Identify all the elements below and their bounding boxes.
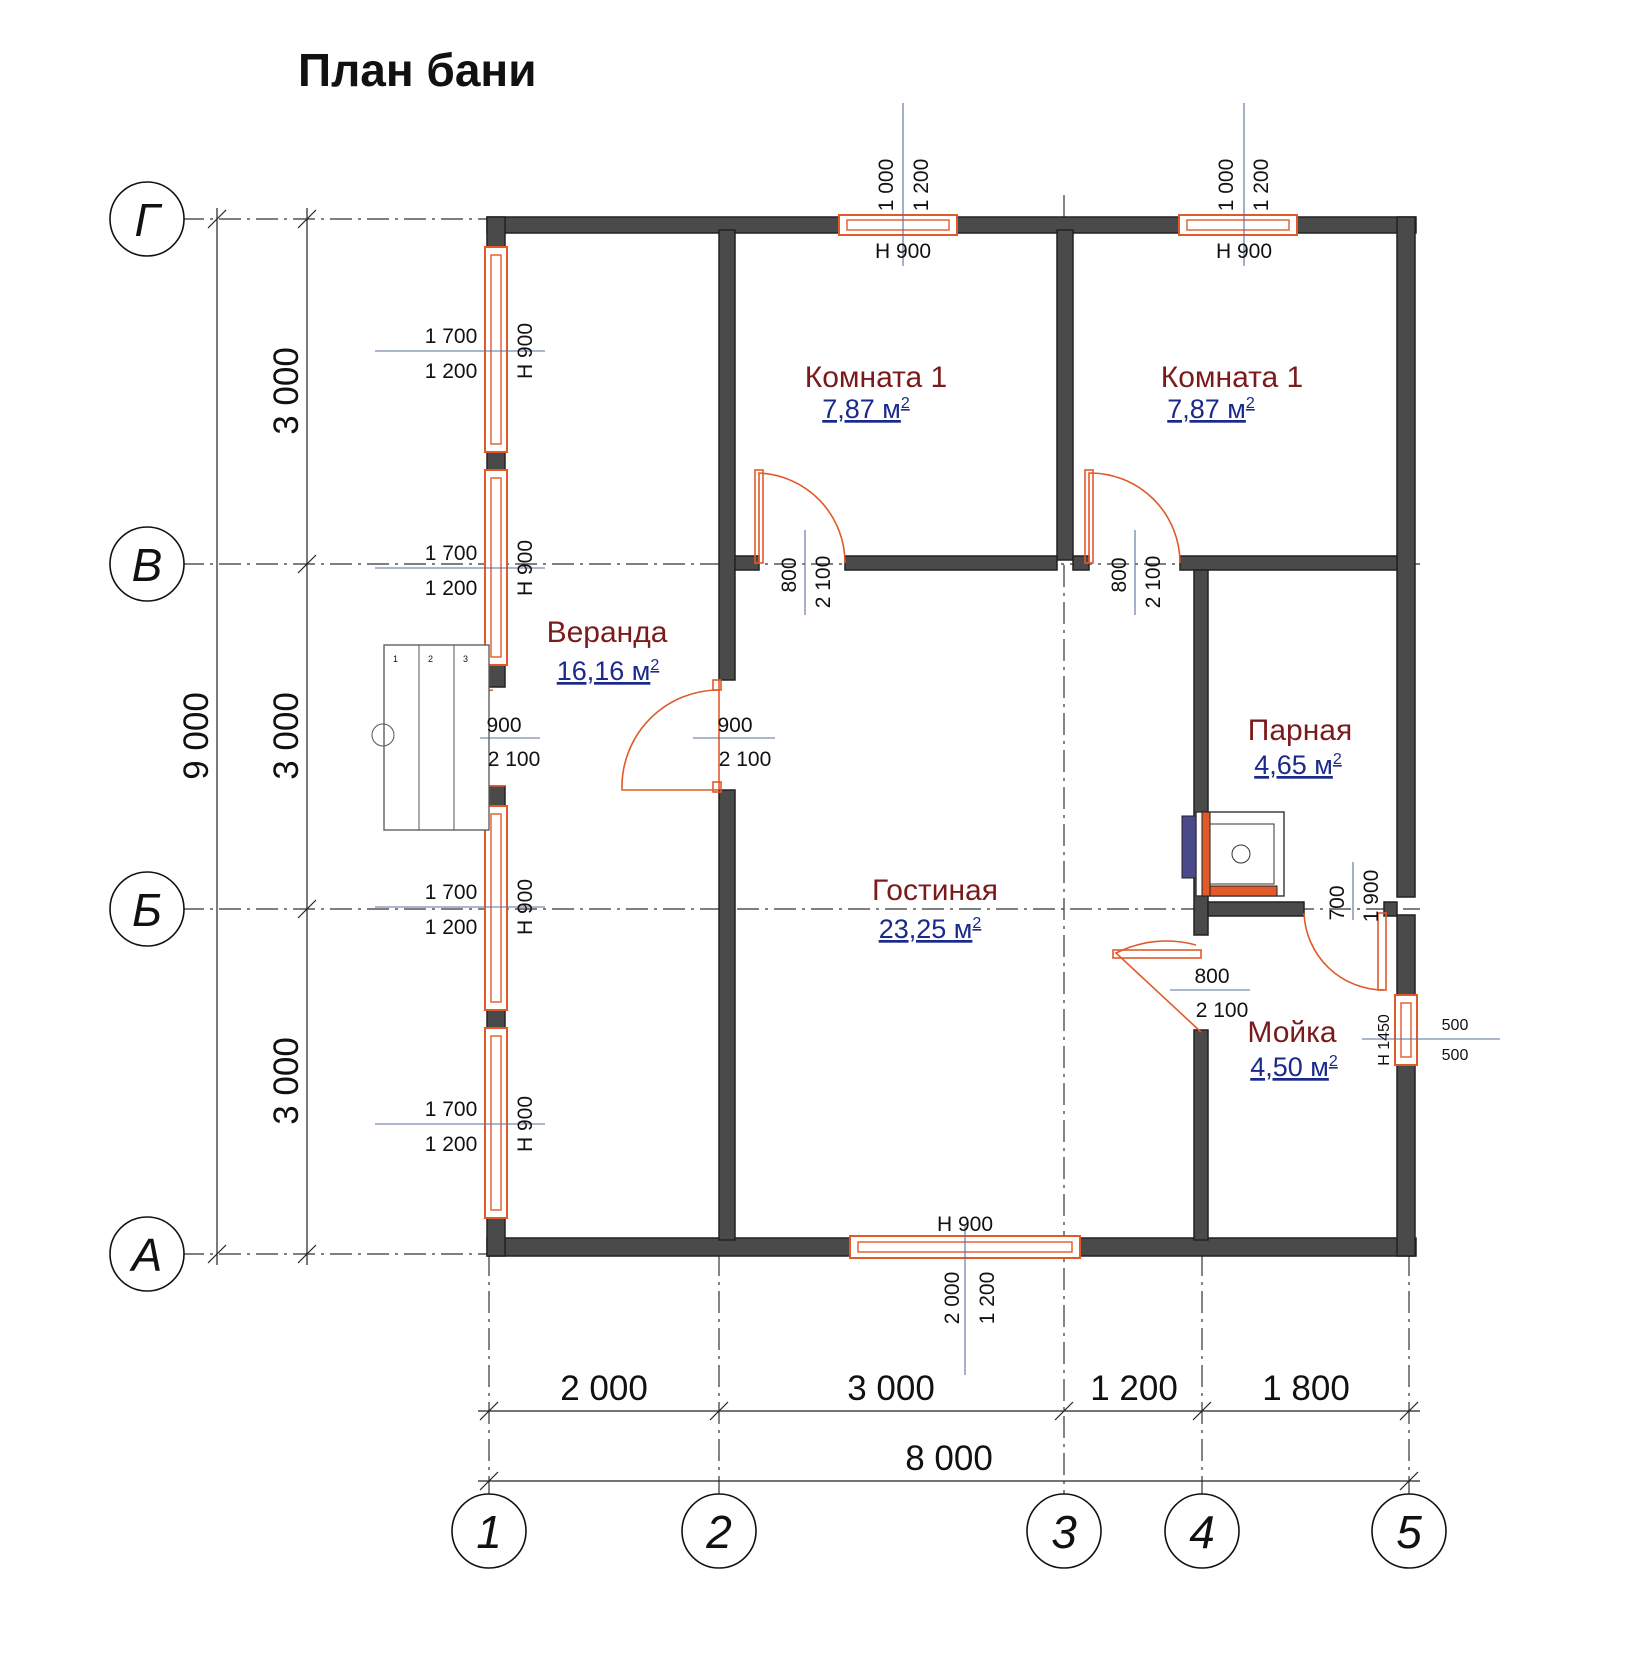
win-top2-height: 1 000 xyxy=(1215,159,1238,212)
door-wash-width: 800 xyxy=(1194,965,1229,988)
dim-left-seg-1: 3 000 xyxy=(267,347,306,435)
win-left2-height: 1 700 xyxy=(425,542,478,565)
win-wash-width: 500 xyxy=(1442,1047,1469,1064)
row-label-b: Б xyxy=(132,884,162,936)
win-left1-width: 1 200 xyxy=(425,360,478,383)
steam-room-name: Парная xyxy=(1248,714,1352,747)
win-top1-width: 1 200 xyxy=(910,159,933,212)
stair-step-2: 2 xyxy=(428,654,433,664)
door-room1-height: 2 100 xyxy=(812,556,835,609)
window-labels-bottom: Н 900 2 000 1 200 xyxy=(937,1213,999,1375)
dim-bottom-seg-1: 2 000 xyxy=(560,1369,648,1408)
win-bottom-width: 1 200 xyxy=(976,1272,999,1325)
win-left1-height: 1 700 xyxy=(425,325,478,348)
door-room2-width: 800 xyxy=(1108,557,1131,592)
room2-name: Комната 1 xyxy=(1161,361,1304,394)
door-living-height: 2 100 xyxy=(719,748,772,771)
row-axis-markers: Г В Б А xyxy=(109,181,185,1292)
win-left2-sill: Н 900 xyxy=(514,540,537,596)
win-left4-height: 1 700 xyxy=(425,1098,478,1121)
win-left4-sill: Н 900 xyxy=(514,1096,537,1152)
door-room2-height: 2 100 xyxy=(1142,556,1165,609)
door-entry-height: 2 100 xyxy=(488,748,541,771)
win-bottom-sill: Н 900 xyxy=(937,1213,993,1236)
door-labels: 900 2 100 900 2 100 800 2 100 800 2 100 … xyxy=(480,530,1383,1022)
dim-bottom-seg-2: 3 000 xyxy=(847,1369,935,1408)
dim-left-seg-2: 3 000 xyxy=(267,692,306,780)
row-label-g: Г xyxy=(134,194,162,246)
steam-room-area: 4,65 м2 xyxy=(1254,750,1342,780)
veranda-area: 16,16 м2 xyxy=(557,656,660,686)
col-label-2: 2 xyxy=(705,1506,732,1558)
window-labels-left: 1 700 1 200 Н 900 1 700 1 200 Н 900 1 70… xyxy=(375,323,545,1156)
door-steam-width: 700 xyxy=(1326,885,1349,920)
veranda-name: Веранда xyxy=(547,616,668,649)
door-wash-height: 2 100 xyxy=(1196,999,1249,1022)
room-labels: Комната 1 7,87 м2 Комната 1 7,87 м2 Вера… xyxy=(547,361,1353,1082)
dim-bottom-seg-3: 1 200 xyxy=(1090,1369,1178,1408)
win-top2-sill: Н 900 xyxy=(1216,240,1272,263)
dim-bottom-total: 8 000 xyxy=(905,1439,993,1478)
row-label-a: А xyxy=(129,1229,163,1281)
win-left2-width: 1 200 xyxy=(425,577,478,600)
win-left3-sill: Н 900 xyxy=(514,879,537,935)
col-label-1: 1 xyxy=(476,1506,502,1558)
win-left3-width: 1 200 xyxy=(425,916,478,939)
entry-stairs: 1 2 3 xyxy=(371,644,490,831)
left-dimensions: 9 000 3 000 3 000 3 000 xyxy=(177,208,317,1265)
row-label-v: В xyxy=(132,539,163,591)
wash-room-area: 4,50 м2 xyxy=(1250,1052,1338,1082)
living-room-area: 23,25 м2 xyxy=(879,914,982,944)
col-label-3: 3 xyxy=(1051,1506,1077,1558)
window-labels-top: 1 000 1 200 Н 900 1 000 1 200 Н 900 xyxy=(875,103,1273,266)
living-room-name: Гостиная xyxy=(872,874,998,907)
room1-area: 7,87 м2 xyxy=(822,394,910,424)
column-axis-markers: 1 2 3 4 5 xyxy=(451,1493,1447,1569)
dim-left-total: 9 000 xyxy=(177,692,216,780)
stove xyxy=(1181,811,1285,897)
stair-step-1: 1 xyxy=(393,654,398,664)
col-label-4: 4 xyxy=(1189,1506,1215,1558)
walls xyxy=(486,216,1417,1257)
win-top1-height: 1 000 xyxy=(875,159,898,212)
doors xyxy=(392,469,1387,1033)
win-left1-sill: Н 900 xyxy=(514,323,537,379)
room2-area: 7,87 м2 xyxy=(1167,394,1255,424)
win-bottom-height: 2 000 xyxy=(941,1272,964,1325)
wash-room-name: Мойка xyxy=(1247,1016,1337,1049)
win-wash-height: 500 xyxy=(1442,1017,1469,1034)
room1-name: Комната 1 xyxy=(805,361,948,394)
stair-step-3: 3 xyxy=(463,654,468,664)
win-top2-width: 1 200 xyxy=(1250,159,1273,212)
win-left4-width: 1 200 xyxy=(425,1133,478,1156)
door-room1-width: 800 xyxy=(778,557,801,592)
win-top1-sill: Н 900 xyxy=(875,240,931,263)
door-entry-width: 900 xyxy=(486,714,521,737)
bottom-dimensions: 2 000 3 000 1 200 1 800 8 000 xyxy=(478,1369,1420,1491)
grid-axes xyxy=(182,195,1420,1500)
dim-left-seg-3: 3 000 xyxy=(267,1037,306,1125)
win-left3-height: 1 700 xyxy=(425,881,478,904)
win-wash-sill: Н 1450 xyxy=(1376,1014,1393,1066)
plan-title: План бани xyxy=(298,44,537,96)
window-labels-wash: 500 500 Н 1450 xyxy=(1362,1014,1500,1066)
dim-bottom-seg-4: 1 800 xyxy=(1262,1369,1350,1408)
col-label-5: 5 xyxy=(1396,1506,1422,1558)
door-steam-height: 1 900 xyxy=(1360,870,1383,923)
door-living-width: 900 xyxy=(717,714,752,737)
